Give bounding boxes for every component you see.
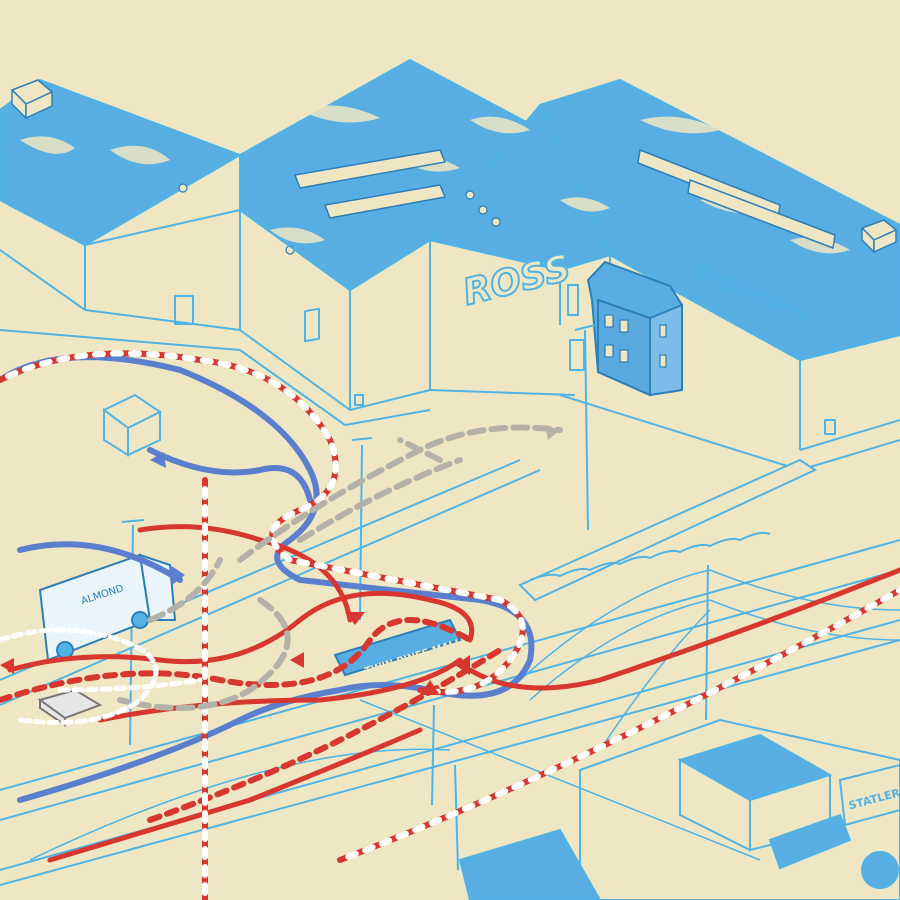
lot-curbs	[0, 458, 818, 706]
mall-building	[0, 59, 900, 471]
route-gray-dashed	[117, 424, 563, 711]
bottom-shops	[458, 718, 900, 900]
route-lines	[0, 350, 900, 900]
route-arrows	[0, 425, 560, 695]
car	[37, 688, 103, 727]
facade-building	[586, 260, 683, 397]
roof-skylights	[294, 149, 836, 249]
roof-units	[11, 79, 897, 253]
ticket-booth	[102, 393, 162, 457]
delivery-truck	[38, 553, 177, 662]
route-white-dashed	[0, 627, 203, 725]
power-lines	[29, 569, 900, 861]
